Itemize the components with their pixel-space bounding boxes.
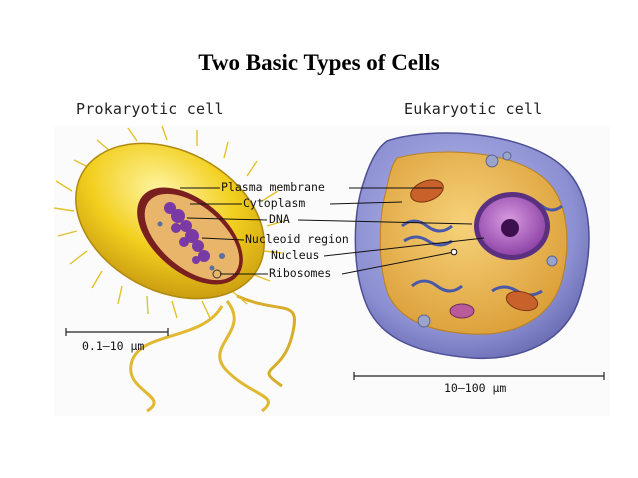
ribosomes: [157, 221, 225, 271]
label-cytoplasm: Cytoplasm: [243, 196, 306, 210]
flagellum: [236, 294, 297, 388]
nucleolus: [501, 219, 519, 237]
mitochondrion: [505, 290, 539, 312]
prokaryotic-cell: [53, 125, 297, 413]
eukaryote-scale-label: 10–100 µm: [444, 381, 507, 395]
vesicles: [417, 151, 558, 328]
cell-illustration: [53, 125, 610, 416]
eukaryotic-cell-heading: Eukaryotic cell: [404, 100, 543, 118]
pili: [53, 125, 285, 319]
label-leader-lines: [180, 187, 485, 275]
label-plasma-membrane: Plasma membrane: [221, 180, 325, 194]
label-ribosomes: Ribosomes: [269, 266, 332, 280]
label-dna: DNA: [269, 212, 290, 226]
flagellum: [218, 300, 270, 413]
eukaryotic-cell: [353, 132, 605, 380]
ribosome-marker: [450, 248, 458, 256]
mitochondrion: [410, 179, 444, 203]
prokaryote-scale-bar: [65, 328, 169, 336]
flagellum: [129, 305, 224, 413]
cell-comparison-figure: Prokaryotic cell Eukaryotic cell Plasma …: [52, 96, 612, 416]
eukaryote-scale-bar: [353, 372, 605, 380]
prokaryotic-cell-heading: Prokaryotic cell: [76, 100, 224, 118]
lysosome: [449, 303, 475, 319]
label-nucleus: Nucleus: [271, 248, 320, 262]
page-title: Two Basic Types of Cells: [198, 50, 440, 75]
label-nucleoid-region: Nucleoid region: [245, 232, 349, 246]
prokaryote-scale-label: 0.1–10 µm: [82, 339, 145, 353]
dna-nucleoid: [164, 202, 210, 264]
